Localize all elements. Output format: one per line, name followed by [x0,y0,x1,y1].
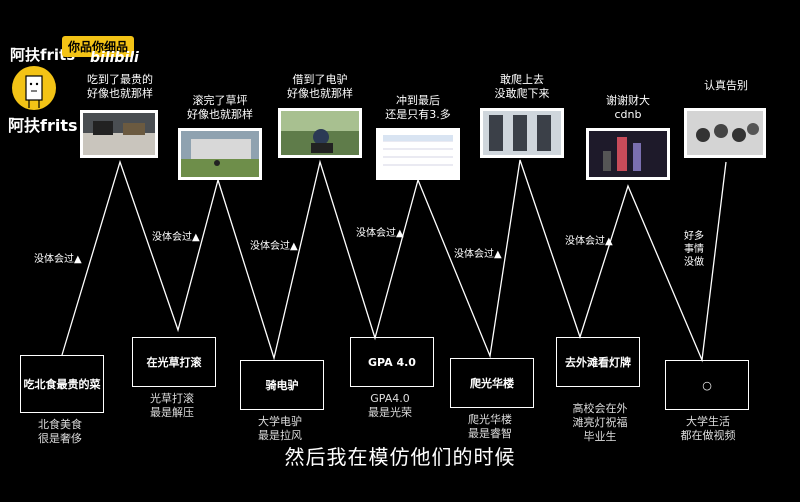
peak-caption-4: 冲到最后 还是只有3.多 [385,94,451,121]
peak-thumb-6 [586,128,670,180]
peak-thumb-1 [80,110,158,158]
peak-thumb-5 [480,108,564,158]
avatar [12,66,56,110]
peak-caption-3: 借到了电驴 好像也就那样 [287,73,353,100]
logo-badge: 你品你细品 [62,36,135,57]
mid-label-5: 没体会过▲ [454,249,502,260]
mid-label-3: 没体会过▲ [250,241,298,252]
trough-box-1: 吃北食最贵的菜 [20,355,104,413]
channel-name: 阿扶frits [10,46,76,64]
trough-caption-5: 爬光华楼 最是睿智 [468,413,512,440]
peak-thumb-2 [178,128,262,180]
trough-caption-4: GPA4.0 最是光荣 [368,392,412,419]
peak-thumb-4 [376,128,460,180]
trough-caption-6: 高校会在外 滩亮灯祝福 毕业生 [572,402,628,443]
mid-label-4: 没体会过▲ [356,228,404,239]
zigzag-line [61,159,727,363]
peak-caption-7: 认真告别 [704,79,748,92]
trough-box-4: GPA 4.0 [350,337,434,387]
peak-caption-2: 滚完了草坪 好像也就那样 [187,94,253,121]
mid-label-6: 没体会过▲ [565,236,613,247]
trough-box-5: 爬光华楼 [450,358,534,408]
trough-box-2: 在光草打滚 [132,337,216,387]
trough-caption-7: 大学生活 都在做视频 [680,415,736,442]
video-subtitle: 然后我在模仿他们的时候 [284,445,516,469]
peak-caption-6: 谢谢财大 cdnb [606,94,650,121]
mid-label-1: 没体会过▲ [34,254,82,265]
peak-thumb-7 [684,108,766,158]
peak-caption-5: 敢爬上去 没敢爬下来 [494,73,550,100]
mid-label-7: 好多 事情 没做 [684,231,704,268]
trough-caption-2: 光草打滚 最是解压 [150,392,194,419]
channel-name-bottom: 阿扶frits [8,116,78,135]
avatar-face-icon [25,75,43,108]
peak-thumb-3 [278,108,362,158]
bilibili-logo: bilibili [90,50,139,66]
trough-box-3: 骑电驴 [240,360,324,410]
trough-box-7: ○ [665,360,749,410]
peak-caption-1: 吃到了最贵的 好像也就那样 [87,73,153,100]
trough-caption-1: 北食美食 很是奢侈 [38,418,82,445]
mid-label-2: 没体会过▲ [152,232,200,243]
trough-caption-3: 大学电驴 最是拉风 [258,415,302,442]
trough-box-6: 去外滩看灯牌 [556,337,640,387]
